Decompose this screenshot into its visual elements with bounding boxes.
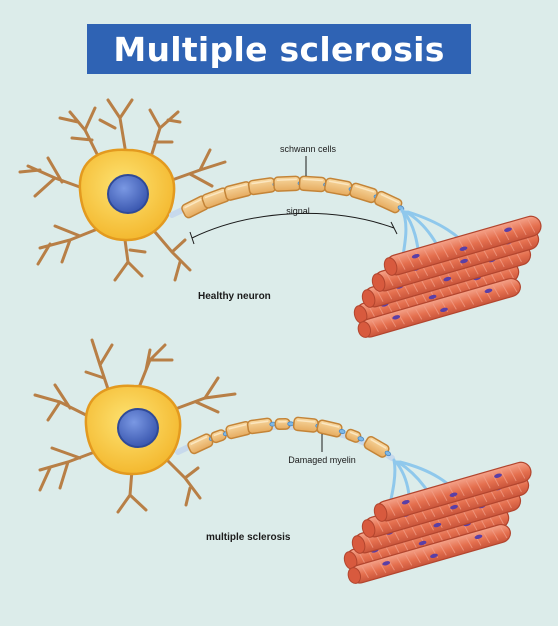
myelin-segment xyxy=(363,435,392,458)
page-title: Multiple sclerosis xyxy=(113,29,445,69)
myelin-segment xyxy=(316,419,346,438)
ms-dendrites xyxy=(33,338,237,514)
healthy-muscle-fibers xyxy=(353,215,542,338)
myelin-segment xyxy=(298,175,330,193)
myelin-segment xyxy=(345,428,365,443)
myelin-segment xyxy=(349,182,381,204)
ms-damaged-myelin xyxy=(187,416,392,458)
muscle-fiber xyxy=(357,277,521,338)
muscle-fiber xyxy=(347,523,511,584)
ms-nucleus xyxy=(117,408,159,448)
muscle-fiber xyxy=(383,215,542,276)
damaged-myelin-label: Damaged myelin xyxy=(288,455,356,465)
myelin-segment xyxy=(274,417,295,431)
muscle-fiber xyxy=(373,461,532,522)
title-banner: Multiple sclerosis xyxy=(87,24,471,74)
signal-arc-start xyxy=(189,231,195,245)
healthy-nucleus xyxy=(107,174,149,214)
ms-neuron: Damaged myelin multiple sclerosis xyxy=(33,338,532,584)
signal-arc xyxy=(191,213,395,239)
myelin-segment xyxy=(210,429,230,444)
healthy-neuron: schwann cells signal Healthy neuron xyxy=(18,98,542,338)
schwann-cells-label: schwann cells xyxy=(280,144,337,154)
healthy-myelin-sheath xyxy=(181,175,405,219)
myelin-segment xyxy=(374,190,405,214)
signal-label: signal xyxy=(286,206,310,216)
myelin-segment xyxy=(246,417,277,435)
healthy-dendrites xyxy=(18,98,227,282)
ms-muscle-fibers xyxy=(343,461,532,584)
healthy-neuron-caption: Healthy neuron xyxy=(198,291,271,302)
signal-arc-end xyxy=(390,221,398,235)
ms-caption: multiple sclerosis xyxy=(206,532,291,543)
